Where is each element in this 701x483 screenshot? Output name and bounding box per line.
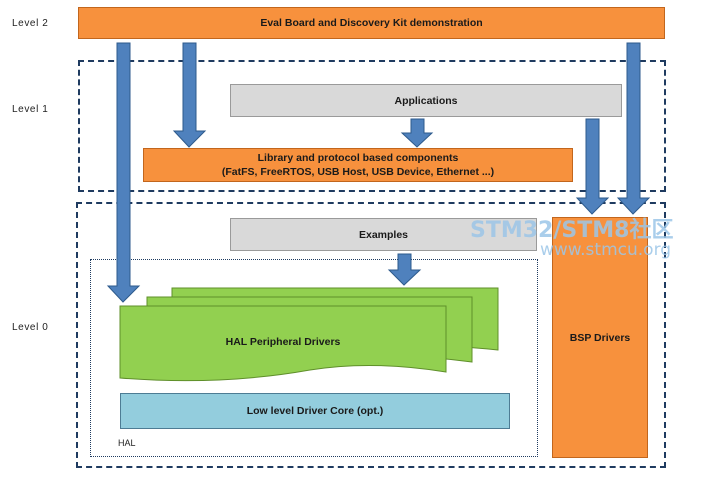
library-title: Library and protocol based components — [257, 152, 459, 164]
level-2-label: Level 2 — [12, 18, 49, 29]
arrow-eval-to-hal — [106, 42, 141, 303]
eval-board-box: Eval Board and Discovery Kit demonstrati… — [78, 7, 665, 39]
watermark-url: www.stmcu.org — [540, 240, 672, 260]
library-subtitle: (FatFS, FreeRTOS, USB Host, USB Device, … — [221, 166, 495, 178]
hal-page-front — [119, 305, 447, 382]
library-box: Library and protocol based components (F… — [143, 148, 573, 182]
level-1-container — [78, 60, 666, 192]
level-1-label: Level 1 — [12, 104, 49, 115]
applications-box: Applications — [230, 84, 622, 117]
arrow-applications-to-bsp — [575, 118, 610, 215]
arrow-applications-to-library — [400, 118, 434, 148]
bsp-drivers-box: BSP Drivers — [552, 217, 648, 458]
watermark-title: STM32/STM8社区 — [470, 218, 674, 243]
hal-peripheral-label: HAL Peripheral Drivers — [225, 336, 341, 348]
low-level-driver-box: Low level Driver Core (opt.) — [120, 393, 510, 429]
level-0-label: Level 0 — [12, 322, 49, 333]
level-0-container — [76, 202, 666, 468]
examples-box: Examples — [230, 218, 537, 251]
hal-label: HAL — [118, 438, 136, 448]
arrow-examples-to-hal — [387, 253, 422, 286]
arrow-eval-to-library — [172, 42, 207, 148]
hal-container — [90, 259, 538, 457]
arrow-eval-to-bsp — [616, 42, 651, 215]
